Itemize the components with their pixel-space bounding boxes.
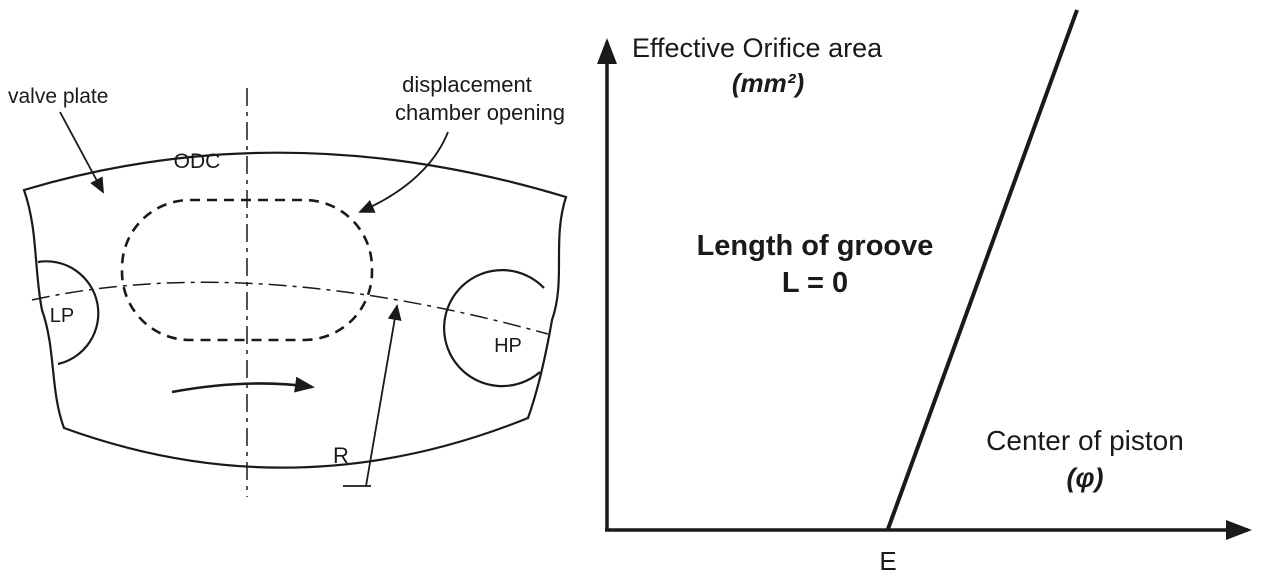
lp-label: LP: [50, 305, 74, 327]
hp-label: HP: [494, 335, 522, 357]
displacement-label-line1: displacement: [402, 72, 532, 97]
pitch-centerline: [31, 281, 549, 335]
valve-plate-label: valve plate: [8, 85, 108, 108]
y-axis-title-line1: Effective Orifice area: [632, 33, 883, 63]
groove-annotation-line1: Length of groove: [697, 230, 934, 262]
hp-port-shape: [442, 269, 545, 388]
groove-annotation-line2: L = 0: [782, 267, 848, 299]
displacement-label-line2: chamber opening: [395, 100, 565, 125]
x-axis-title-line1: Center of piston: [986, 425, 1184, 456]
valve-plate-outline: [22, 151, 568, 469]
radius-label: R: [333, 443, 349, 468]
x-axis-title-line2: (φ): [1067, 463, 1104, 493]
y-axis-title-line2: (mm²): [732, 68, 804, 98]
valve-plate-leader-arrow: [59, 111, 104, 194]
rotation-direction-arrow: [171, 376, 315, 394]
lp-port-shape: [37, 260, 100, 366]
orifice-area-line: [886, 9, 1079, 530]
radius-leader-arrow: [365, 304, 402, 487]
origin-e-label: E: [879, 546, 896, 576]
odc-label: ODC: [174, 150, 221, 173]
displacement-chamber-leader-arrow: [358, 131, 449, 213]
